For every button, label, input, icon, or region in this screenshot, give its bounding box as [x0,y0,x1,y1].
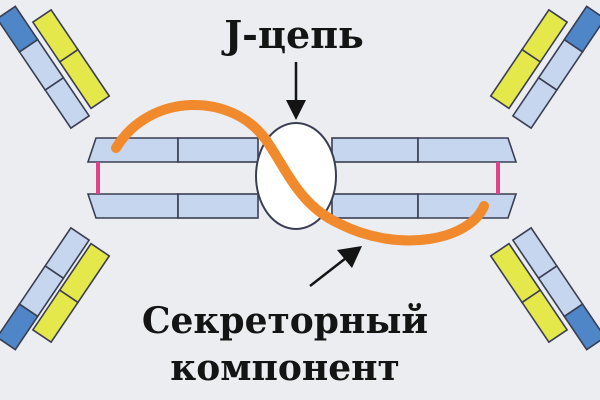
secretory-component-label-line2: компонент [170,347,400,389]
secretory-component-curve [111,99,489,246]
heavy-chain-body-right-top [331,137,518,163]
heavy-chain-body-right-bottom [331,193,518,219]
heavy-chain-body-left-bottom [86,193,259,219]
j-chain-arrow [286,62,306,120]
heavy-chain-body-left-top [86,137,259,163]
arm-upper-left [0,5,111,130]
j-chain-label: J-цепь [221,12,364,57]
secretory-component-arrow [309,246,362,287]
secretory-component-label-line1: Секреторный [142,300,428,342]
arm-upper-right [489,5,600,130]
arm-lower-right [489,226,600,351]
arm-lower-left [0,226,111,351]
